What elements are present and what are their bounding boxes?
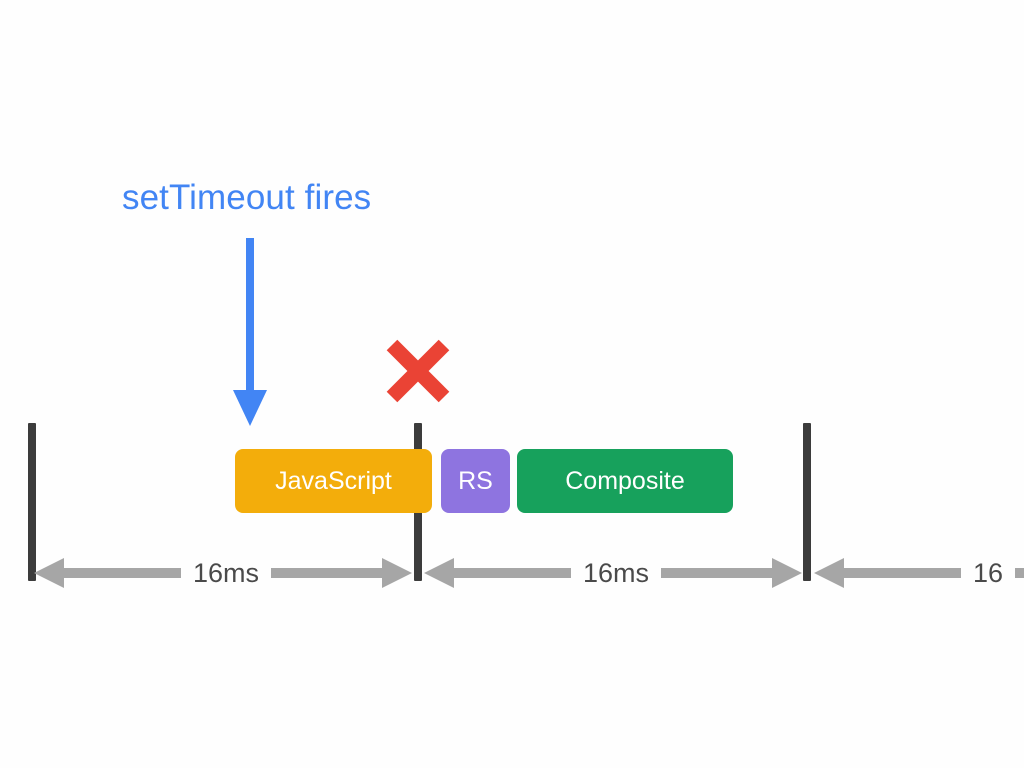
annotation-label-settimeout: setTimeout fires [122, 178, 372, 217]
measurement-span-3: 16 [814, 552, 1024, 594]
measurement-label-3: 16 [961, 552, 1016, 594]
measurement-label-1: 16ms [181, 552, 272, 594]
dropped-frame-x-icon [383, 336, 453, 406]
task-bar-label: JavaScript [275, 466, 392, 495]
down-arrow-icon [228, 238, 272, 428]
frame-boundary-tick-3 [803, 423, 811, 581]
task-bar-rs[interactable]: RS [441, 449, 510, 513]
frame-boundary-tick-1 [28, 423, 36, 581]
task-bar-label: RS [458, 466, 493, 495]
measurement-span-1: 16ms [34, 552, 412, 594]
task-bar-composite[interactable]: Composite [517, 449, 733, 513]
task-bar-label: Composite [565, 466, 685, 495]
task-bar-javascript[interactable]: JavaScript [235, 449, 432, 513]
measurement-label-2: 16ms [571, 552, 662, 594]
measurement-span-2: 16ms [424, 552, 802, 594]
